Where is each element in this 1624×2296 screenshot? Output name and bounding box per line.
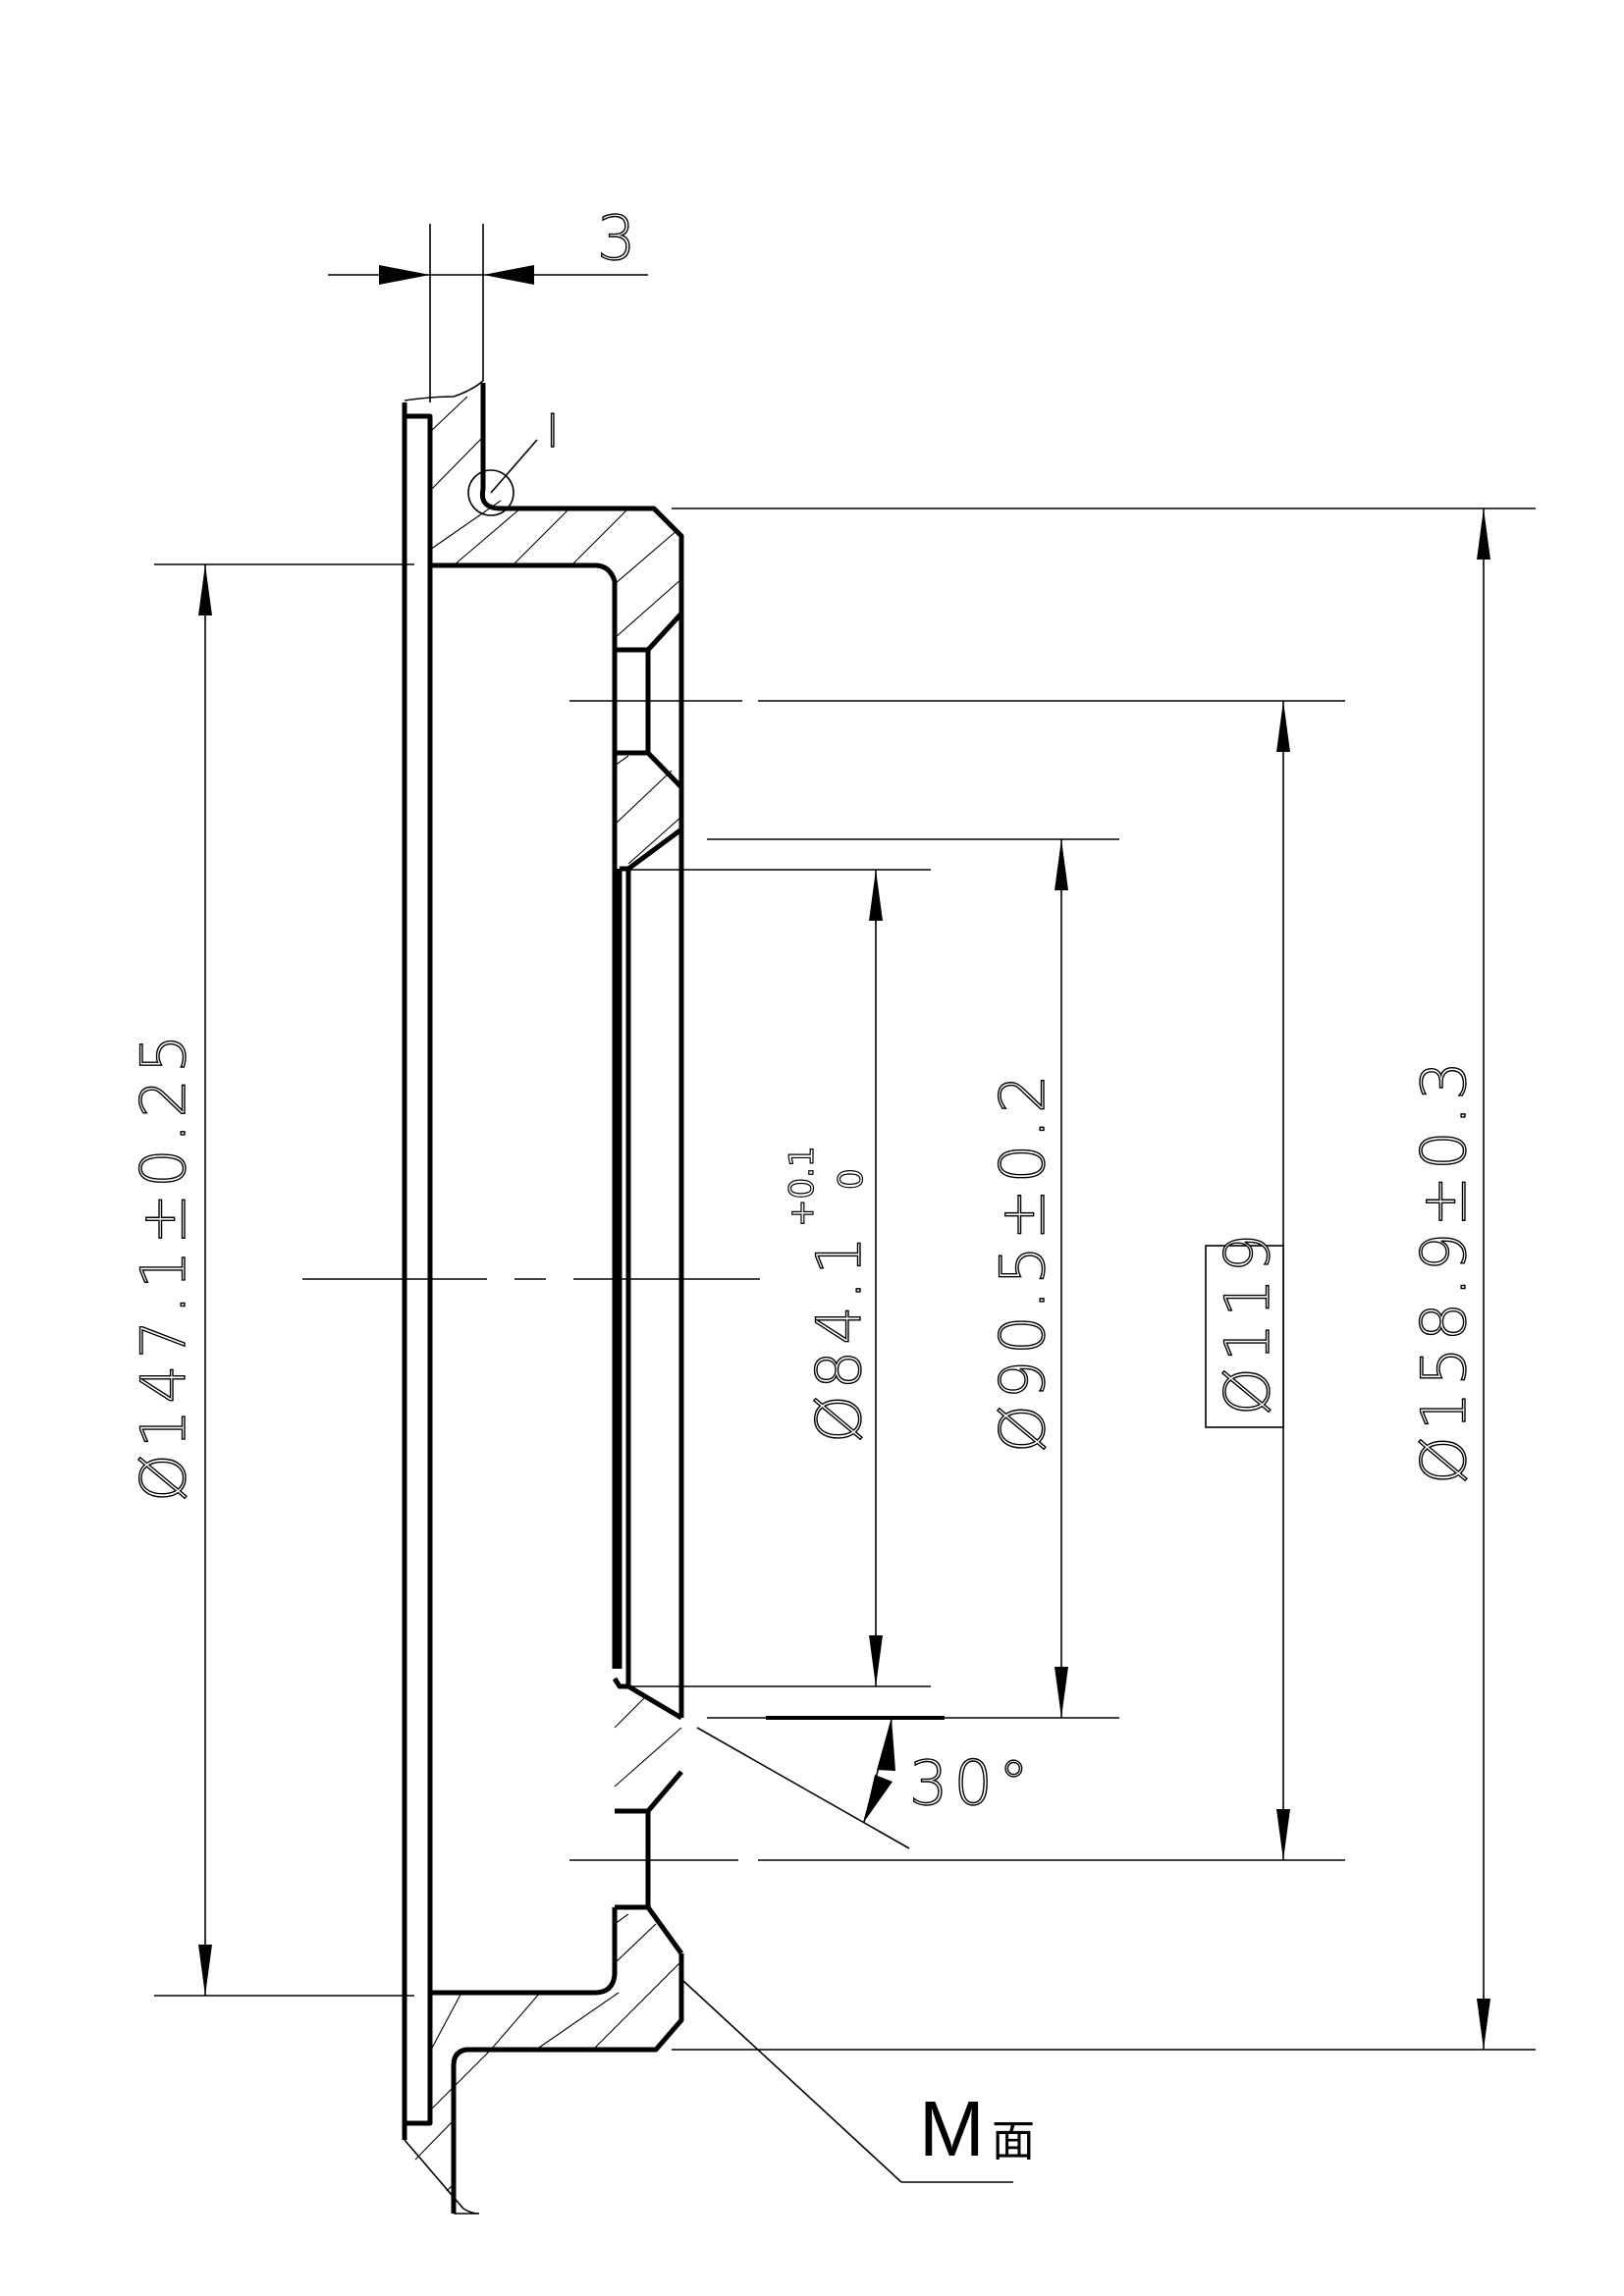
detail-marker: I xyxy=(467,403,566,516)
dimension-dia-84: Ø84.1 +0.1 0 xyxy=(628,869,931,1687)
thickness-dimension: 3 xyxy=(328,201,648,402)
part-section xyxy=(402,380,684,2215)
thickness-label: 3 xyxy=(597,202,641,274)
dia-119-label: Ø119 xyxy=(1212,1228,1283,1415)
dia-147-label: Ø147.1±0.25 xyxy=(128,1029,199,1502)
angle-label: 30° xyxy=(909,1747,1035,1819)
dimension-dia-158: Ø158.9±0.3 xyxy=(672,507,1536,2051)
centerlines xyxy=(302,700,1345,1861)
dia-90-label: Ø90.5±0.2 xyxy=(987,1069,1058,1453)
surface-callout-letter: M xyxy=(919,2085,985,2172)
section-hatching xyxy=(414,396,682,2192)
detail-marker-label: I xyxy=(546,404,566,457)
angle-dimension: 30° xyxy=(696,1716,1035,1849)
dia-84-tol-lower: 0 xyxy=(832,1168,871,1190)
surface-callout: M 面 xyxy=(682,1980,1035,2183)
dia-84-label: Ø84.1 xyxy=(803,1230,875,1443)
surface-callout-suffix: 面 xyxy=(992,2116,1035,2166)
dimension-dia-147: Ø147.1±0.25 xyxy=(127,563,414,1997)
dia-158-label: Ø158.9±0.3 xyxy=(1408,1055,1480,1484)
dia-84-tol-upper: +0.1 xyxy=(783,1146,822,1227)
dimension-dia-119: Ø119 xyxy=(1205,701,1290,1860)
dimension-dia-90: Ø90.5±0.2 xyxy=(707,838,1119,1719)
